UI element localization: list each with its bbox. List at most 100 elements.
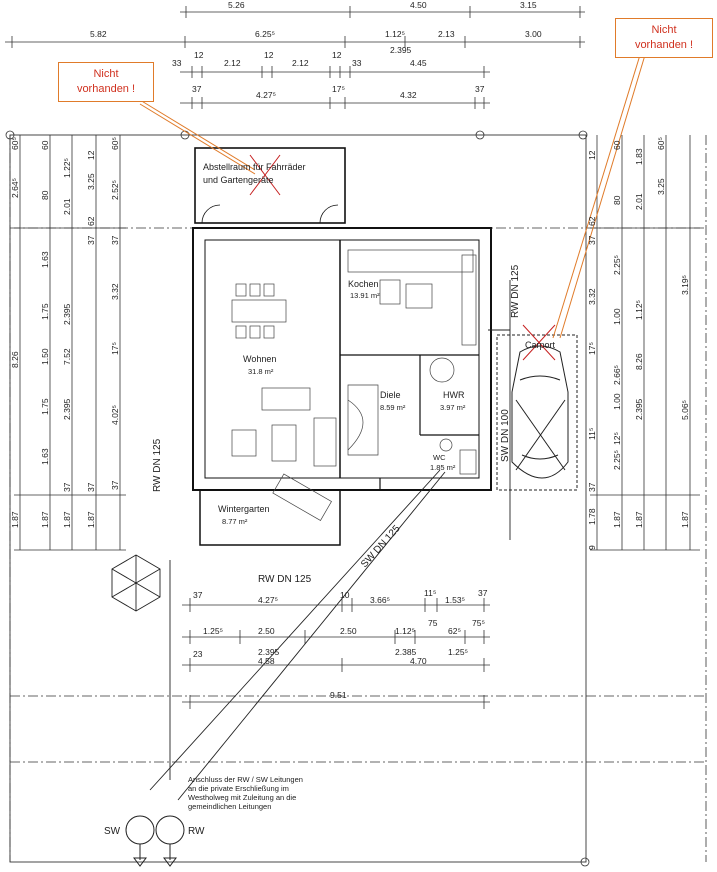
note-line: gemeindlichen Leitungen — [188, 802, 271, 811]
dim-label: 1.87 — [40, 511, 50, 528]
room-label-abstellraum: Abstellraum für Fahrräder — [203, 162, 306, 172]
dim-label: 3.32 — [110, 283, 120, 300]
dim-label: 2.395 — [62, 398, 72, 420]
dim-label: 37 — [193, 590, 203, 600]
dim-label: 3.19⁵ — [680, 275, 690, 295]
sw-shaft-label: SW — [104, 826, 121, 837]
dim-label: 1.87 — [10, 511, 20, 528]
dim-label: 37 — [62, 482, 72, 492]
dim-label: 80 — [612, 195, 622, 205]
dim-label: 2.50 — [340, 626, 357, 636]
dim-labels: 5.26 4.50 3.15 5.82 6.25⁵ 1.12⁵ 2.13 3.0… — [10, 0, 690, 700]
left-dims — [14, 135, 126, 551]
dim-label: 33 — [172, 58, 182, 68]
dim-label: 1.25⁵ — [448, 647, 468, 657]
connection-note: Anschluss der RW / SW Leitungen an die p… — [188, 775, 303, 811]
dim-label: 60⁵ — [656, 137, 666, 150]
dim-label: 3.25 — [86, 173, 96, 190]
room-area-wc: 1.85 m² — [430, 463, 456, 472]
dim-label: 1.63 — [40, 448, 50, 465]
dim-label: 1.00 — [612, 393, 622, 410]
room-area-kochen: 13.91 m² — [350, 291, 380, 300]
dim-label: 1.12⁵ — [385, 29, 405, 39]
rw-shaft-label: RW — [188, 826, 205, 837]
dim-label: 12 — [86, 150, 96, 160]
dim-label: 1.50 — [40, 348, 50, 365]
dim-label: 62⁵ — [448, 626, 461, 636]
note-line: an die private Erschließung im — [188, 784, 289, 793]
dim-label: 37 — [478, 588, 488, 598]
dim-label: 3.15 — [520, 0, 537, 10]
dim-label: 1.75 — [40, 398, 50, 415]
corner-marker — [5, 130, 15, 140]
room-area-wohnen: 31.8 m² — [248, 367, 274, 376]
dim-label: 2.13 — [438, 29, 455, 39]
room-label-kochen: Kochen — [348, 279, 379, 289]
dim-label: 1.87 — [680, 511, 690, 528]
dim-label: 1.00 — [612, 308, 622, 325]
dim-label: 2.66⁵ — [612, 365, 622, 385]
dim-label: 2.01 — [634, 193, 644, 210]
dim-label: 37 — [475, 84, 485, 94]
dim-label: 1.53⁵ — [445, 595, 465, 605]
room-area-wintergarten: 8.77 m² — [222, 517, 248, 526]
dim-label: 23 — [193, 649, 203, 659]
dim-label: 37 — [86, 482, 96, 492]
note-line: Anschluss der RW / SW Leitungen — [188, 775, 303, 784]
dim-label: 2.395 — [62, 303, 72, 325]
shaft-symbols — [125, 815, 185, 867]
dim-label: 1.12⁵ — [634, 300, 644, 320]
dim-label: 3.25 — [656, 178, 666, 195]
room-area-hwr: 3.97 m² — [440, 403, 466, 412]
dim-label: 60 — [40, 140, 50, 150]
room-label-wintergarten: Wintergarten — [218, 504, 270, 514]
dim-label: 1.25⁵ — [203, 626, 223, 636]
dim-label: 1.87 — [634, 511, 644, 528]
dim-label: 3.66⁵ — [370, 595, 390, 605]
annotation-leaders — [139, 54, 646, 339]
dim-label: 2.12 — [224, 58, 241, 68]
dim-label: 12 — [332, 50, 342, 60]
dim-label: 1.87 — [86, 511, 96, 528]
dim-ticks — [11, 6, 581, 109]
dim-label: 33 — [352, 58, 362, 68]
dim-label: 17⁵ — [332, 84, 345, 94]
pipes — [149, 280, 511, 801]
dim-label: 37 — [110, 480, 120, 490]
room-labels: Abstellraum für Fahrräder und Gartengerä… — [203, 162, 556, 526]
room-label-wc: WC — [433, 453, 446, 462]
dim-label: 37 — [192, 84, 202, 94]
dim-label: 5.26 — [228, 0, 245, 10]
dim-label: 75⁵ — [472, 618, 485, 628]
dim-label: 9 — [587, 545, 597, 550]
room-label-carport: Carport — [525, 340, 556, 350]
dim-label: 2.395 — [258, 647, 280, 657]
dim-label: 12 — [587, 150, 597, 160]
dim-label: 2.50 — [258, 626, 275, 636]
dim-label: 4.32 — [400, 90, 417, 100]
plot-outline — [9, 134, 587, 863]
dim-label: 9.51 — [330, 690, 347, 700]
dim-label: 11⁵ — [424, 588, 436, 598]
dim-label: 1.87 — [612, 511, 622, 528]
dim-label: 2.25⁵ — [612, 450, 622, 470]
dim-label: 1.22⁵ — [62, 158, 72, 178]
corner-marker — [580, 857, 590, 867]
dim-label: 1.63 — [40, 251, 50, 268]
dim-label: 4.50 — [410, 0, 427, 10]
corner-marker — [475, 130, 485, 140]
dim-label: 17⁵ — [110, 342, 120, 355]
corner-marker — [578, 130, 588, 140]
annotation-carport: Nicht vorhanden ! — [615, 18, 713, 58]
dim-label: 2.01 — [62, 198, 72, 215]
removed-mark-icon — [249, 154, 556, 361]
room-label-wohnen: Wohnen — [243, 354, 276, 364]
dim-label: 17⁵ — [587, 342, 597, 355]
dim-label: 1.83 — [634, 148, 644, 165]
dim-label: 12⁵ — [612, 432, 622, 445]
pipe-label: SW DN 125 — [359, 523, 403, 570]
dim-label: 7.52 — [62, 348, 72, 365]
dim-label: 4.45 — [410, 58, 427, 68]
bottom-dims — [182, 598, 490, 709]
pipe-label: RW DN 125 — [152, 438, 163, 492]
